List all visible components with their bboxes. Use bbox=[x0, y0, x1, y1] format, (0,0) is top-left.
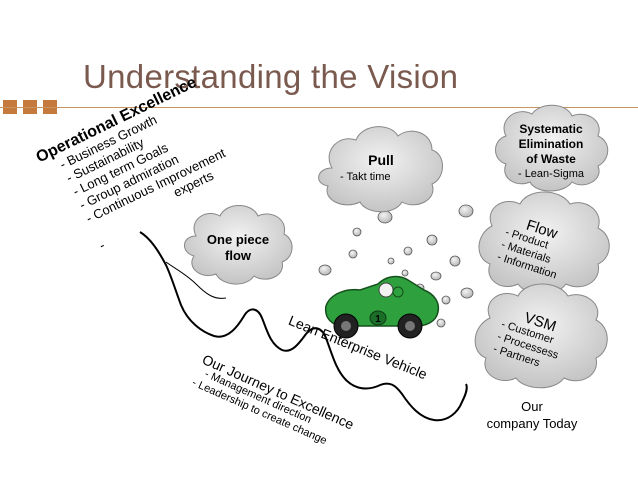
bubble-trail bbox=[318, 204, 474, 328]
systematic-elimination-cloud: Systematic Elimination of Waste - Lean-S… bbox=[498, 122, 604, 182]
vsm-cloud-shape bbox=[474, 283, 608, 389]
company-line1: Our bbox=[521, 399, 543, 414]
one-piece-line1: One piece bbox=[206, 232, 270, 247]
systematic-sub: - Lean-Sigma bbox=[517, 168, 585, 180]
one-piece-cloud-shape bbox=[184, 205, 293, 285]
slide-title: Understanding the Vision bbox=[83, 58, 459, 95]
one-piece-flow-cloud: One piece flow bbox=[196, 232, 280, 264]
systematic-cloud-shape bbox=[495, 104, 609, 192]
driver-head bbox=[378, 282, 394, 298]
flow-cloud-shape bbox=[478, 191, 610, 295]
pull-item: - Takt time bbox=[340, 171, 391, 183]
title-rule bbox=[0, 107, 638, 108]
company-today-label: Our company Today bbox=[474, 398, 590, 432]
pull-cloud: Pull - Takt time bbox=[336, 152, 426, 186]
lean-enterprise-vehicle: 1 bbox=[324, 275, 440, 339]
vehicle-badge-number: 1 bbox=[375, 314, 381, 325]
company-line2: company Today bbox=[486, 416, 578, 431]
steering-wheel-icon bbox=[392, 286, 404, 298]
systematic-line2: Elimination bbox=[518, 137, 584, 151]
systematic-line1: Systematic bbox=[519, 122, 583, 136]
pull-cloud-shape bbox=[318, 126, 443, 213]
journey-road-line bbox=[139, 231, 468, 422]
systematic-line3: of Waste bbox=[526, 152, 576, 166]
pull-title: Pull bbox=[368, 152, 394, 168]
journey-road-edge bbox=[165, 261, 227, 299]
one-piece-line2: flow bbox=[225, 248, 251, 263]
